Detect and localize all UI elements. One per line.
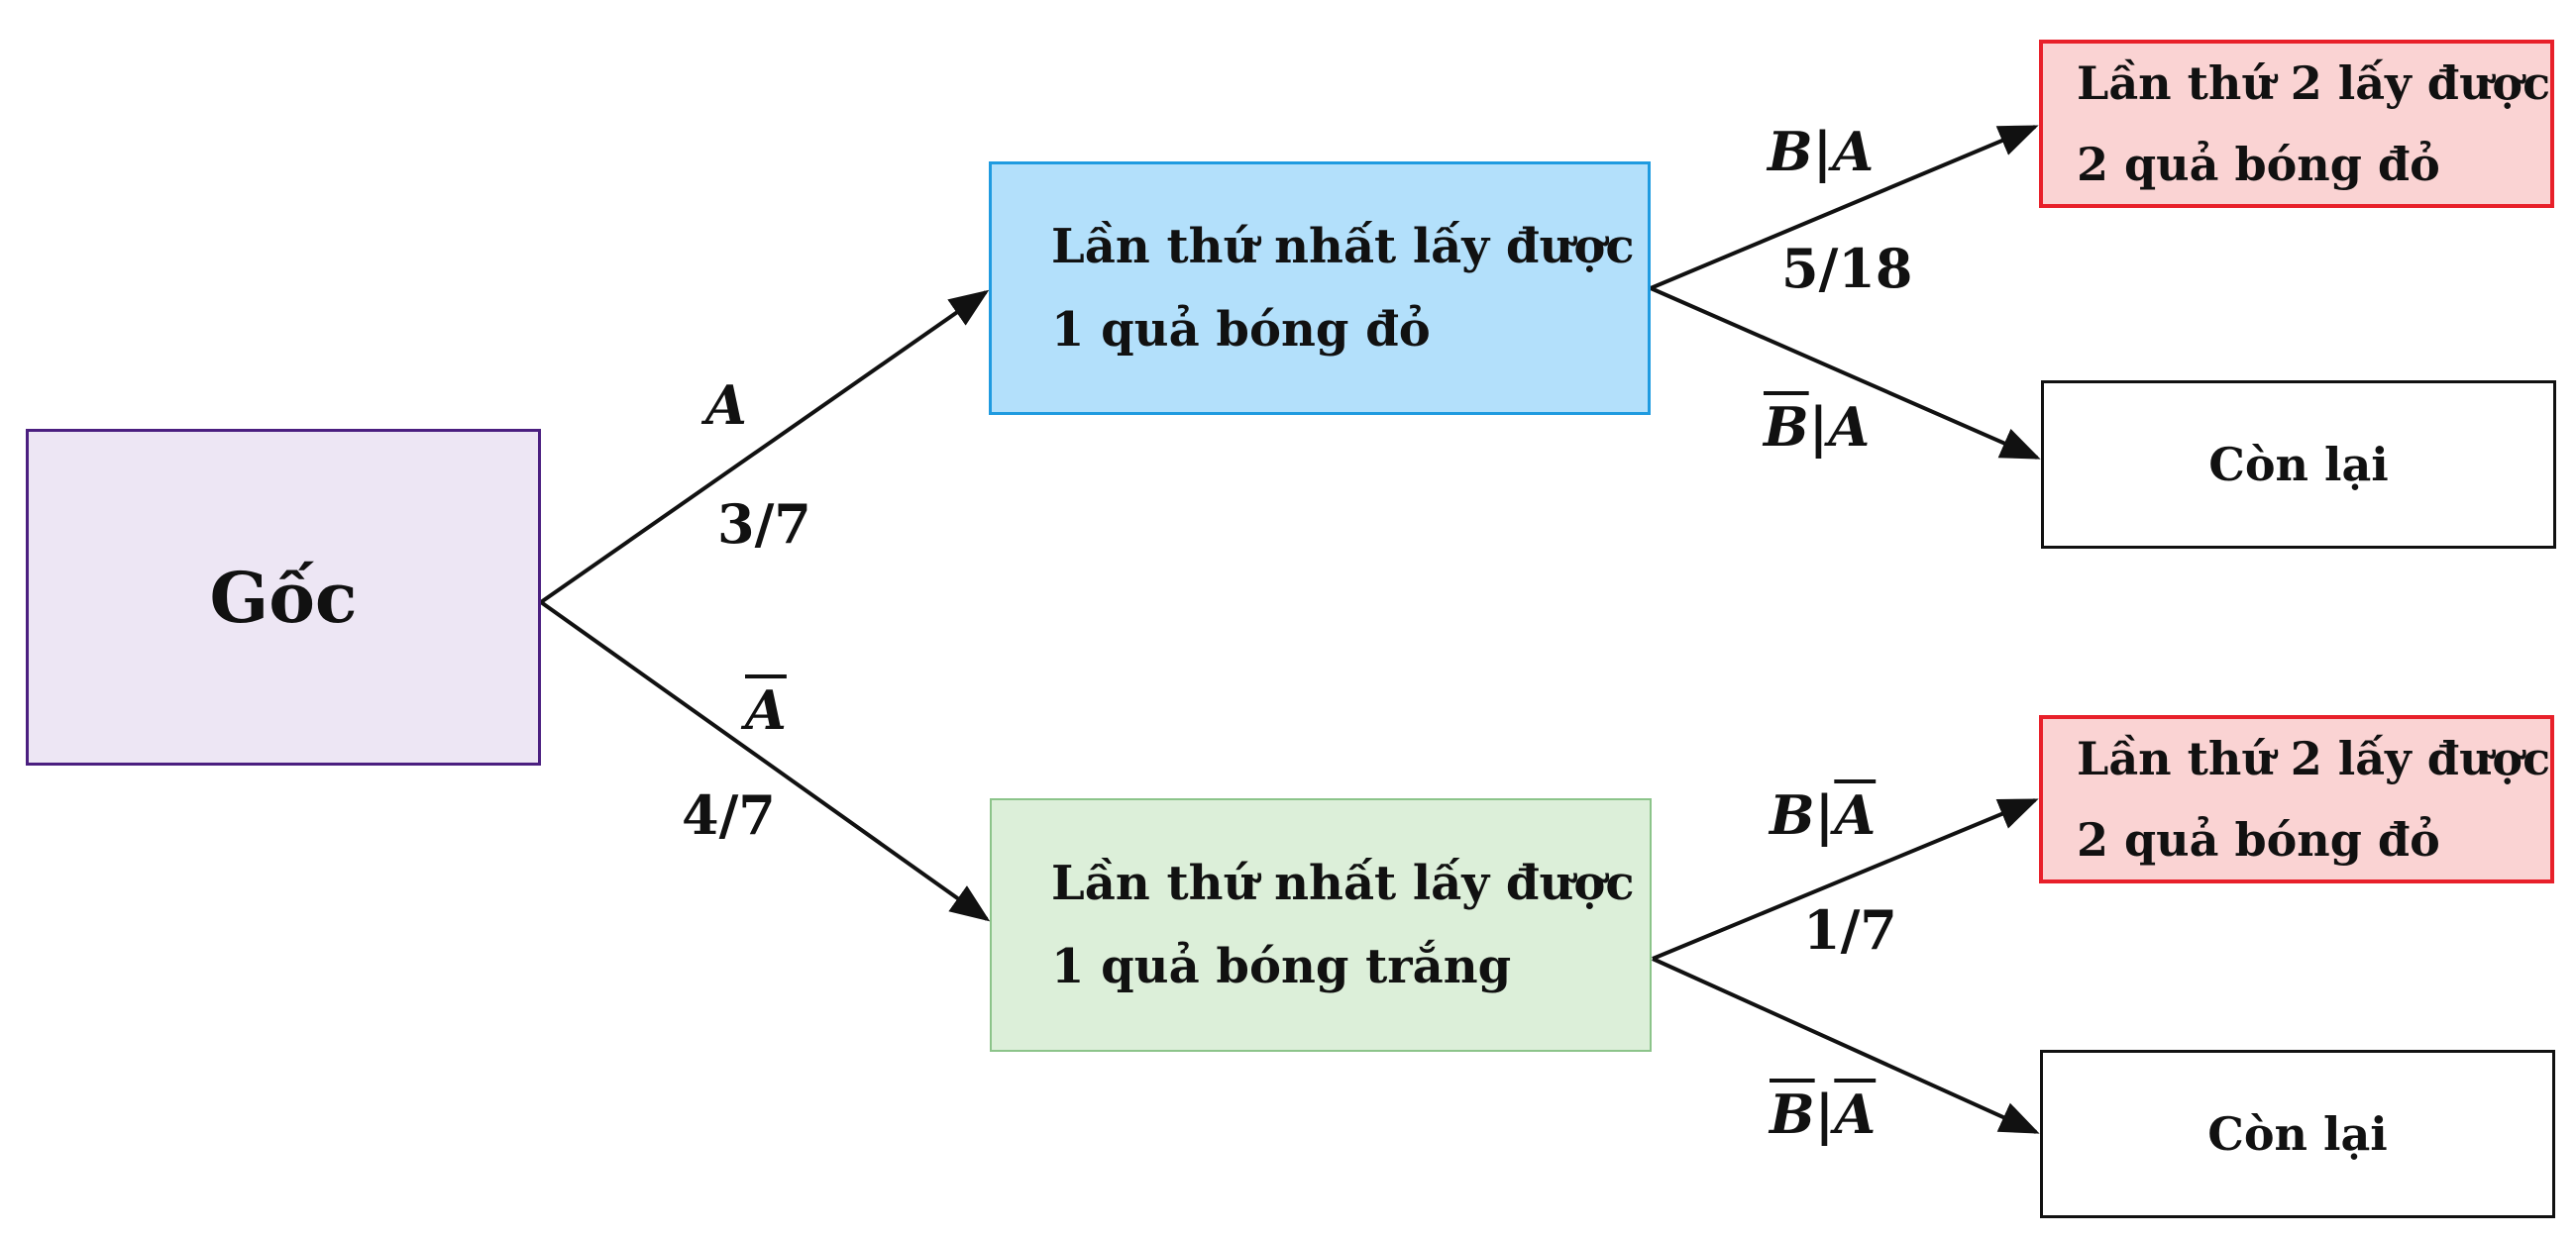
- remainder-node-bottom: Còn lại: [2040, 1050, 2555, 1218]
- edge-top-to-leaf-2: [1650, 286, 2041, 460]
- second-draw-red-node-bottom: Lần thứ 2 lấy được 2 quả bóng đỏ: [2039, 715, 2554, 883]
- event-a-text: A: [705, 373, 747, 437]
- second-draw-red-node-top: Lần thứ 2 lấy được 2 quả bóng đỏ: [2039, 40, 2554, 208]
- leaf-3-line2: 2 quả bóng đỏ: [2077, 813, 2440, 867]
- event-not-b-text-2: B: [1770, 1083, 1815, 1146]
- first-draw-white-line2: 1 quả bóng trắng: [1051, 939, 1512, 994]
- edge-bottom-to-leaf-3: [1652, 798, 2039, 961]
- edge-bottom-to-leaf-4: [1652, 957, 2040, 1134]
- edge-label-b-given-not-a: B|A: [1770, 783, 1877, 847]
- edge-label-prob-leaf-3: 1/7: [1803, 898, 1897, 962]
- leaf-4-text: Còn lại: [2207, 1107, 2388, 1161]
- event-a-cond-text-2: A: [1828, 395, 1871, 459]
- remainder-node-top: Còn lại: [2041, 380, 2556, 549]
- event-not-b-text: B: [1764, 395, 1809, 459]
- edge-root-to-bottom: [539, 600, 991, 922]
- edge-label-prob-leaf-1: 5/18: [1781, 237, 1913, 300]
- edge-label-event-not-a: A: [745, 683, 787, 737]
- event-not-a-cond-text-2: A: [1834, 1083, 1877, 1146]
- first-draw-red-line2: 1 quả bóng đỏ: [1051, 302, 1431, 358]
- first-draw-white-node: Lần thứ nhất lấy được 1 quả bóng trắng: [990, 798, 1652, 1052]
- edge-label-not-b-given-a: B|A: [1764, 395, 1871, 459]
- edge-label-not-b-given-not-a: B|A: [1770, 1083, 1877, 1146]
- edge-label-prob-top: 3/7: [717, 492, 811, 556]
- edge-root-to-top: [539, 289, 990, 604]
- event-a-cond-text: A: [1832, 120, 1875, 183]
- leaf-2-text: Còn lại: [2208, 438, 2389, 491]
- root-node: Gốc: [26, 429, 541, 766]
- edge-label-b-given-a: B|A: [1768, 120, 1875, 183]
- leaf-3-line1: Lần thứ 2 lấy được: [2077, 732, 2551, 785]
- root-label: Gốc: [209, 556, 358, 639]
- event-not-a-cond-text: A: [1834, 783, 1877, 847]
- event-not-a-text: A: [745, 678, 787, 742]
- leaf-1-line1: Lần thứ 2 lấy được: [2077, 56, 2551, 110]
- first-draw-red-line1: Lần thứ nhất lấy được: [1051, 219, 1635, 274]
- leaf-1-line2: 2 quả bóng đỏ: [2077, 138, 2440, 191]
- first-draw-red-node: Lần thứ nhất lấy được 1 quả bóng đỏ: [989, 161, 1651, 415]
- event-b-text-2: B: [1770, 783, 1815, 847]
- edge-top-to-leaf-1: [1650, 125, 2039, 290]
- first-draw-white-line1: Lần thứ nhất lấy được: [1051, 856, 1635, 911]
- edge-label-event-a: A: [705, 378, 747, 432]
- edge-label-prob-bottom: 4/7: [682, 783, 776, 847]
- event-b-text: B: [1768, 120, 1813, 183]
